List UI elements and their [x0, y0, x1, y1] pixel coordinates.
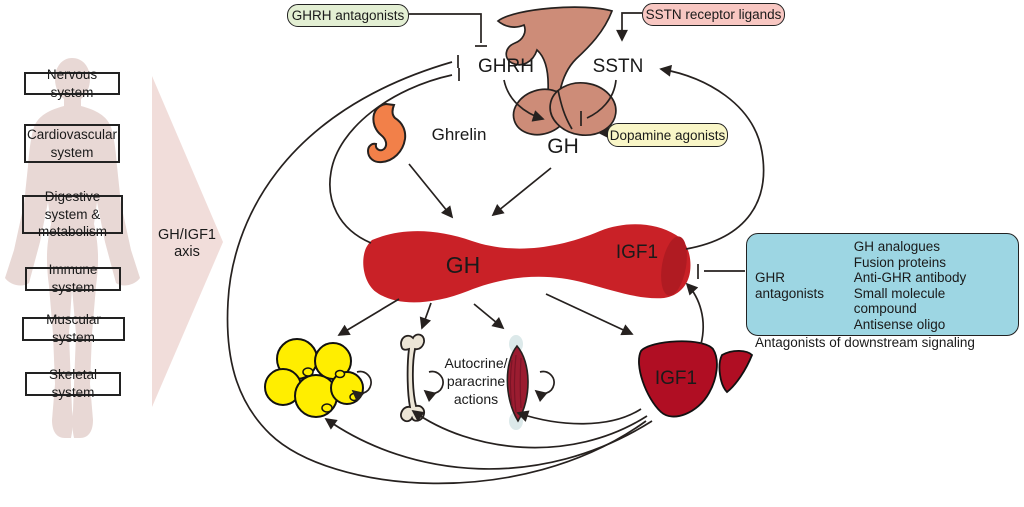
loop-autocrine-fat — [351, 370, 372, 403]
autocrine-paracrine-label: Autocrine/ paracrine actions — [444, 355, 508, 408]
system-box-immune: Immune system — [25, 262, 121, 295]
system-box-nervous: Nervous system — [24, 67, 120, 100]
system-label: Immune system — [48, 262, 98, 295]
body-silhouette-icon — [5, 58, 140, 438]
ghr-list-item: Fusion proteins — [853, 254, 947, 270]
system-label: Muscular system — [46, 312, 101, 345]
connector-gh-stimulates-sstn-arc — [659, 64, 765, 250]
blood-vessel-icon — [363, 224, 691, 303]
dopamine-agonists-box: Dopamine agonists — [607, 123, 728, 147]
ghr-list-item: Anti-GHR antibody — [853, 270, 967, 286]
ghr-antagonists-box: GHR antagonists GH analogues Fusion prot… — [746, 233, 1019, 350]
sstn-receptor-ligands-label: SSTN receptor ligands — [645, 7, 782, 22]
muscle-icon — [506, 335, 529, 430]
loop-autocrine-muscle — [534, 370, 555, 403]
connector-gh-to-fat — [337, 298, 400, 336]
connector-ghrh-stimulates-pituitary — [503, 79, 545, 122]
system-box-muscular: Muscular system — [22, 312, 125, 345]
axis-arrow-triangle — [152, 76, 223, 407]
vessel-end-cap — [661, 236, 687, 296]
ghrh-antagonists-box: GHRH antagonists — [287, 4, 409, 27]
loop-autocrine-bone — [423, 370, 444, 403]
connector-gh-to-bone — [419, 302, 432, 330]
stomach-icon — [366, 102, 407, 164]
gh-circulating-label: GH — [445, 252, 481, 278]
connector-gh-to-muscle — [473, 303, 505, 330]
connector-igf1-to-muscle — [516, 408, 642, 425]
ghrh-antagonists-label: GHRH antagonists — [291, 8, 405, 23]
connector-sstn-inhibits-pituitary — [586, 79, 617, 119]
gh-pituitary-label: GH — [547, 135, 579, 158]
ghr-list-item: Antisense oligo — [853, 316, 946, 332]
ghrelin-label: Ghrelin — [431, 125, 487, 144]
igf1-liver-label: IGF1 — [654, 368, 698, 389]
igf1-circulating-label: IGF1 — [615, 242, 659, 263]
system-box-digestive: Digestive system & metabolism — [22, 189, 123, 239]
system-box-cardiovascular: Cardiovascular system — [24, 124, 120, 163]
sstn-receptor-ligands-box: SSTN receptor ligands — [642, 3, 785, 26]
ghr-list-item: GH analogues — [853, 239, 941, 254]
connector-gh-feedback-inhibits-ghrh — [329, 74, 453, 244]
connector-sstn-ligands-to-sstn — [616, 12, 642, 42]
bone-icon — [400, 333, 426, 423]
ghr-list-item: Small molecule compound — [853, 285, 946, 317]
connector-igf1-to-fat — [324, 417, 653, 470]
system-label: Cardiovascular system — [26, 126, 118, 160]
connector-ghrelin-to-vessel — [408, 163, 454, 219]
fat-cells-icon — [264, 338, 364, 418]
connector-gh-to-liver — [545, 293, 634, 336]
connector-igf1-to-bone — [411, 409, 648, 449]
connector-igf1-longloop-inhibits-ghrh — [226, 61, 647, 485]
system-label: Digestive system & metabolism — [37, 189, 108, 240]
downstream-antagonists-label: Antagonists of downstream signaling — [755, 334, 975, 350]
connector-liver-igf1-to-vessel — [685, 282, 705, 345]
ghrh-label: GHRH — [478, 56, 534, 77]
system-label: Nervous system — [46, 66, 98, 100]
connector-ghrh-antagonists-inhibit-ghrh — [409, 13, 482, 43]
system-box-skeletal: Skeletal system — [25, 367, 121, 400]
sstn-label: SSTN — [592, 56, 644, 77]
axis-arrow-label: GH/IGF1 axis — [157, 227, 216, 261]
dopamine-agonists-label: Dopamine agonists — [609, 127, 726, 143]
ghr-antagonists-label: GHR antagonists — [755, 270, 825, 301]
connector-pituitary-gh-to-vessel — [491, 167, 552, 217]
liver-icon — [638, 340, 754, 418]
ghr-antagonists-list: GH analogues Fusion proteins Anti-GHR an… — [854, 239, 1010, 333]
system-label: Skeletal system — [48, 367, 98, 400]
